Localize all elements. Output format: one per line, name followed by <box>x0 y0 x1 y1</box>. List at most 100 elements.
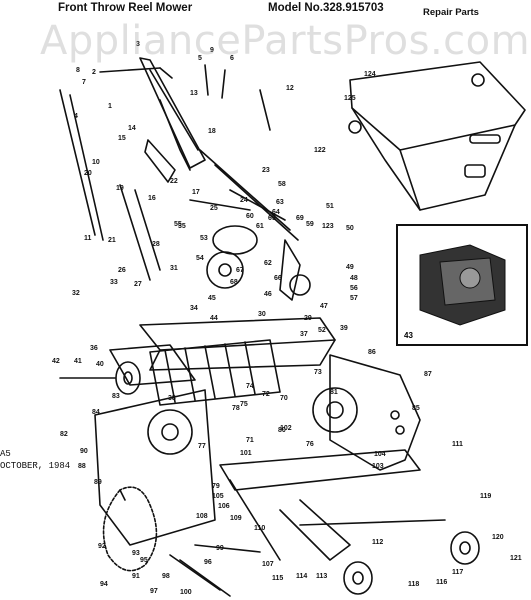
part-label-40: 40 <box>96 361 104 368</box>
part-label-57: 57 <box>350 295 358 302</box>
part-label-34: 34 <box>190 305 198 312</box>
section-label: Repair Parts <box>423 7 479 18</box>
part-label-74: 74 <box>246 383 254 390</box>
part-label-10: 10 <box>92 159 100 166</box>
part-label-99: 99 <box>216 545 224 552</box>
part-label-55: 55 <box>174 221 182 228</box>
part-label-31: 31 <box>170 265 178 272</box>
part-label-65: 65 <box>268 215 276 222</box>
part-label-81: 81 <box>330 389 338 396</box>
part-label-124: 124 <box>364 71 376 78</box>
part-label-69: 69 <box>296 215 304 222</box>
part-label-98: 98 <box>162 573 170 580</box>
part-label-51: 51 <box>326 203 334 210</box>
part-label-52: 52 <box>318 327 326 334</box>
part-label-67: 67 <box>236 267 244 274</box>
part-label-70: 70 <box>280 395 288 402</box>
part-label-83: 83 <box>112 393 120 400</box>
part-label-103: 103 <box>372 463 384 470</box>
part-label-45: 45 <box>208 295 216 302</box>
part-label-75: 75 <box>240 401 248 408</box>
part-label-4: 4 <box>74 113 78 120</box>
part-label-49: 49 <box>346 264 354 271</box>
part-label-89: 89 <box>94 479 102 486</box>
part-label-104: 104 <box>374 451 386 458</box>
part-label-96: 96 <box>204 559 212 566</box>
part-label-120: 120 <box>492 534 504 541</box>
part-label-39: 39 <box>340 325 348 332</box>
part-label-116: 116 <box>436 579 447 586</box>
part-label-26: 26 <box>118 267 126 274</box>
part-label-24: 24 <box>240 197 248 204</box>
part-label-110: 110 <box>254 525 265 532</box>
part-label-58: 58 <box>278 181 286 188</box>
part-label-91: 91 <box>132 573 140 580</box>
part-label-118: 118 <box>408 581 419 588</box>
side-plate-left <box>94 389 216 546</box>
part-label-119: 119 <box>480 493 491 500</box>
push-rods <box>59 89 299 281</box>
part-label-84: 84 <box>92 409 100 416</box>
part-label-6: 6 <box>230 55 234 62</box>
part-label-78: 78 <box>232 405 240 412</box>
lower-brackets <box>169 544 261 597</box>
part-label-77: 77 <box>198 443 206 450</box>
part-label-48: 48 <box>350 275 358 282</box>
part-label-17: 17 <box>192 189 200 196</box>
bed-knife <box>219 449 446 561</box>
part-label-20: 20 <box>84 170 92 177</box>
side-date: OCTOBER, 1984 <box>0 461 71 471</box>
part-label-102: 102 <box>280 425 292 432</box>
part-label-36: 36 <box>90 345 98 352</box>
part-label-38: 38 <box>168 395 176 402</box>
part-label-86: 86 <box>368 349 376 356</box>
part-label-56: 56 <box>350 285 358 292</box>
part-label-76: 76 <box>306 441 314 448</box>
part-label-41: 41 <box>74 358 82 365</box>
part-label-109: 109 <box>230 515 242 522</box>
part-label-100: 100 <box>180 589 192 596</box>
part-label-90: 90 <box>80 448 88 455</box>
part-label-53: 53 <box>200 235 208 242</box>
part-label-68: 68 <box>230 279 238 286</box>
part-label-44: 44 <box>210 315 218 322</box>
part-label-1: 1 <box>108 103 112 110</box>
part-label-60: 60 <box>246 213 254 220</box>
part-label-106: 106 <box>218 503 230 510</box>
part-label-11: 11 <box>84 235 92 242</box>
part-label-19: 19 <box>116 185 124 192</box>
drive-chain <box>102 486 158 572</box>
part-label-121: 121 <box>510 555 522 562</box>
mower-deck <box>109 317 336 386</box>
part-label-16: 16 <box>148 195 156 202</box>
part-label-92: 92 <box>98 543 106 550</box>
part-label-47: 47 <box>320 303 328 310</box>
part-label-79: 79 <box>212 483 220 490</box>
part-label-32: 32 <box>72 290 80 297</box>
part-label-114: 114 <box>296 573 307 580</box>
part-label-46: 46 <box>264 291 272 298</box>
part-label-62: 62 <box>264 260 272 267</box>
part-label-94: 94 <box>100 581 108 588</box>
part-label-33: 33 <box>110 279 118 286</box>
part-label-72: 72 <box>262 391 270 398</box>
part-label-18: 18 <box>208 128 216 135</box>
wheels <box>343 531 480 595</box>
handle-assembly <box>99 57 271 183</box>
part-label-112: 112 <box>372 539 383 546</box>
watermark: AppliancePartsPros.com <box>40 18 531 64</box>
part-label-73: 73 <box>314 369 322 376</box>
part-label-13: 13 <box>190 90 198 97</box>
part-label-54: 54 <box>196 255 204 262</box>
part-label-25: 25 <box>210 205 218 212</box>
part-label-88: 88 <box>78 463 86 470</box>
part-label-97: 97 <box>150 588 158 595</box>
part-label-71: 71 <box>246 437 254 444</box>
part-label-37: 37 <box>300 331 308 338</box>
engine-drive <box>189 199 311 301</box>
reel-cylinder <box>59 339 281 406</box>
part-label-5: 5 <box>198 55 202 62</box>
part-label-66: 66 <box>274 275 282 282</box>
part-label-64: 64 <box>272 209 280 216</box>
part-label-105: 105 <box>212 493 224 500</box>
